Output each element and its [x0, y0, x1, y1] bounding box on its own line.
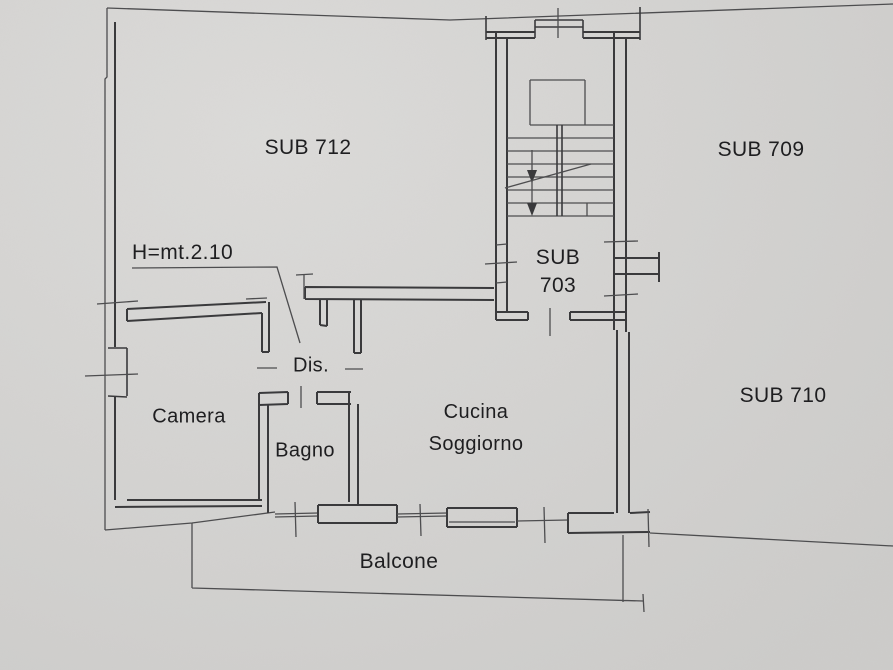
room-label-cucina-line2: Soggiorno [428, 433, 524, 455]
stairwell-walls [484, 7, 660, 332]
bottom-wall-openings [274, 501, 651, 548]
room-label-dis: Dis. [292, 354, 330, 377]
balcony-outline [191, 523, 645, 613]
height-leader-line [131, 266, 301, 344]
sub703-walls [496, 308, 626, 336]
room-label-sub709: SUB 709 [717, 138, 805, 161]
sub710-boundary [649, 532, 893, 547]
camera-walls [114, 499, 263, 508]
apartment-entry-wall [96, 273, 495, 322]
room-label-cucina-line1: Cucina [443, 401, 509, 423]
stairs [504, 79, 614, 217]
room-label-sub703-line2: 703 [539, 274, 577, 297]
bagno-walls [258, 386, 359, 513]
stair-break-line [504, 163, 592, 189]
room-label-sub712: SUB 712 [264, 136, 352, 159]
cucina-right-wall [616, 330, 630, 513]
room-label-cucina-soggiorno: Cucina Soggiorno [429, 396, 524, 460]
room-label-sub710: SUB 710 [739, 384, 827, 407]
room-label-camera: Camera [152, 405, 226, 428]
height-note: H=mt.2.10 [132, 241, 234, 264]
room-label-sub703: SUB 703 [536, 244, 580, 300]
room-label-bagno: Bagno [275, 439, 335, 462]
room-label-balcone: Balcone [359, 550, 439, 573]
room-label-sub703-line1: SUB [535, 246, 581, 269]
dis-partitions [257, 300, 363, 370]
window-left-wall [84, 347, 139, 398]
